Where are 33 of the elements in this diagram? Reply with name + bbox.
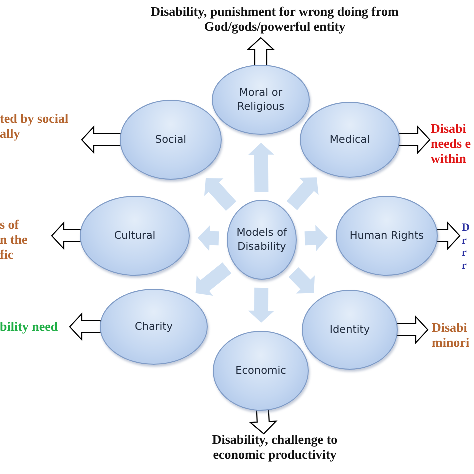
description-text: bility need bbox=[0, 320, 70, 335]
block-arrow bbox=[81, 126, 122, 154]
block-arrow bbox=[248, 409, 278, 435]
description-text: Disabi minori bbox=[432, 321, 474, 351]
model-ellipse: Human Rights bbox=[336, 196, 438, 276]
block-arrow bbox=[198, 225, 220, 252]
block-arrow bbox=[288, 268, 315, 294]
block-arrow bbox=[304, 225, 328, 252]
model-ellipse: Economic bbox=[213, 331, 309, 411]
block-arrow bbox=[51, 222, 82, 250]
description-text: ted by social ally bbox=[0, 112, 82, 142]
model-ellipse: Cultural bbox=[80, 196, 190, 276]
description-text: Disabi needs e within bbox=[431, 122, 474, 167]
block-arrow bbox=[248, 143, 274, 192]
model-ellipse: Charity bbox=[100, 289, 208, 365]
description-text: Disability, punishment for wrong doing from God/gods/powerful entity bbox=[130, 5, 420, 35]
description-text: s of n the fic bbox=[0, 218, 28, 263]
description-text: D r r r bbox=[462, 222, 473, 273]
block-arrow bbox=[396, 316, 429, 344]
model-ellipse: Models of Disability bbox=[227, 200, 297, 280]
block-arrow bbox=[69, 312, 102, 342]
model-ellipse: Moral or Religious bbox=[212, 65, 310, 135]
block-arrow bbox=[246, 37, 276, 67]
model-ellipse: Medical bbox=[300, 102, 400, 178]
block-arrow bbox=[436, 222, 461, 250]
block-arrow bbox=[398, 126, 431, 154]
model-ellipse: Identity bbox=[302, 290, 398, 370]
block-arrow bbox=[196, 262, 232, 296]
block-arrow bbox=[204, 178, 237, 212]
block-arrow bbox=[248, 288, 274, 323]
model-ellipse: Social bbox=[120, 100, 222, 180]
block-arrow bbox=[286, 178, 319, 210]
description-text: Disability, challenge to economic productivity bbox=[190, 433, 360, 463]
